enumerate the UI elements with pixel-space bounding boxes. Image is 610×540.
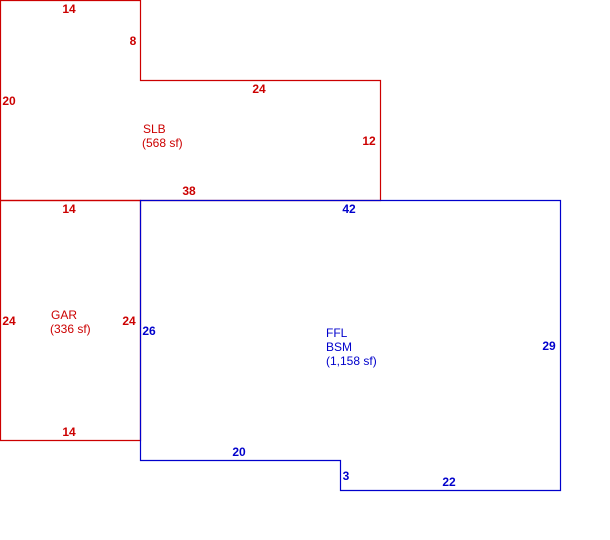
gar-dim-left: 24 <box>2 314 16 328</box>
ffl-dim-step: 3 <box>343 469 350 483</box>
ffl-code-label: FFL <box>326 326 348 340</box>
slb-dim-right: 12 <box>362 134 376 148</box>
ffl-outline <box>139 199 562 492</box>
ffl-dim-left: 26 <box>142 324 156 338</box>
gar-dim-top: 14 <box>62 202 76 216</box>
ffl-dim-right: 29 <box>542 339 556 353</box>
ffl-dim-bottom-left: 20 <box>232 445 246 459</box>
ffl-area-label: (1,158 sf) <box>326 354 377 368</box>
slb-dim-top: 14 <box>62 2 76 16</box>
slb-code-label: SLB <box>143 122 166 136</box>
gar-code-label: GAR <box>51 308 77 322</box>
slb-dim-bottom: 38 <box>182 184 196 198</box>
bsm-code-label: BSM <box>326 340 352 354</box>
gar-area-label: (336 sf) <box>50 322 91 336</box>
gar-dim-right: 24 <box>122 314 136 328</box>
slb-dim-left: 20 <box>2 94 16 108</box>
slb-dim-step-vertical: 8 <box>130 34 137 48</box>
slb-area-label: (568 sf) <box>142 136 183 150</box>
gar-dim-bottom: 14 <box>62 425 76 439</box>
ffl-dim-top: 42 <box>342 202 356 216</box>
slb-dim-step-horizontal: 24 <box>252 82 266 96</box>
ffl-dim-bottom-right: 22 <box>442 475 456 489</box>
slb-outline <box>0 0 382 202</box>
